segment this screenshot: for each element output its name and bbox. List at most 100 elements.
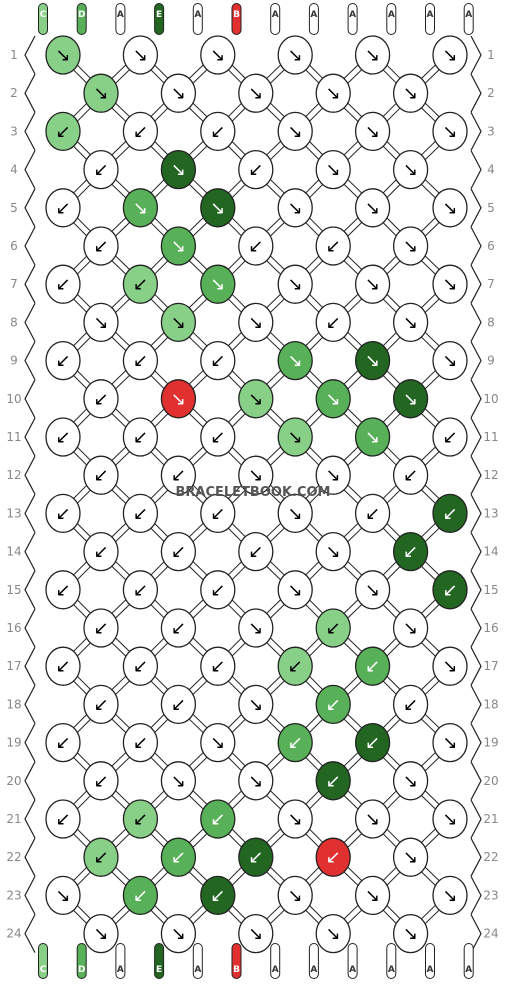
right-edge-strand xyxy=(470,417,482,457)
left-edge-strand xyxy=(24,837,36,877)
left-edge-strand xyxy=(24,455,36,495)
knot-r9-1 xyxy=(45,340,81,381)
knot-r19-5 xyxy=(354,722,391,763)
knot-r1-2 xyxy=(122,35,159,75)
string-label-bottom-8: A xyxy=(310,965,317,975)
string-label-bottom-11: A xyxy=(427,965,434,975)
row-number-left: 15 xyxy=(6,583,21,597)
left-edge-strand xyxy=(24,532,36,571)
knot-r6-3 xyxy=(238,226,274,266)
knot-r6-2 xyxy=(160,226,197,266)
knot-r24-2 xyxy=(160,913,197,954)
knot-r20-2 xyxy=(160,761,197,801)
knot-arrow-icon: ↘ xyxy=(403,389,418,410)
row-number-left: 16 xyxy=(6,621,21,635)
row-number-right: 18 xyxy=(483,697,498,711)
left-edge-strand xyxy=(24,35,36,75)
knot-r6-4 xyxy=(315,226,351,266)
row-number-left: 22 xyxy=(6,850,21,864)
knot-r8-3 xyxy=(238,302,274,343)
knot-arrow-icon: ↘ xyxy=(365,45,380,66)
row-number-right: 21 xyxy=(483,812,498,826)
knot-arrow-icon: ↙ xyxy=(93,389,108,410)
knot-r5-1 xyxy=(45,188,81,228)
knot-r7-5 xyxy=(354,264,391,304)
knot-arrow-icon: ↘ xyxy=(248,771,263,792)
knot-r4-5 xyxy=(392,149,429,190)
knot-r11-6 xyxy=(432,417,468,457)
right-edge-strand xyxy=(470,723,482,762)
knot-arrow-icon: ↘ xyxy=(288,427,303,448)
string-label-bottom-9: A xyxy=(349,965,356,975)
left-edge-strand xyxy=(24,379,36,419)
knot-r9-5 xyxy=(354,340,391,381)
string-label-top-10: A xyxy=(388,10,395,20)
knot-r4-3 xyxy=(238,149,274,190)
row-number-right: 20 xyxy=(483,774,498,788)
knot-arrow-icon: ↙ xyxy=(55,809,70,830)
knot-arrow-icon: ↙ xyxy=(93,542,108,563)
knot-arrow-icon: ↙ xyxy=(248,160,263,181)
knot-arrow-icon: ↙ xyxy=(403,542,418,563)
right-edge-strand xyxy=(470,532,482,571)
knot-arrow-icon: ↙ xyxy=(171,618,186,639)
knot-r9-2 xyxy=(122,340,159,381)
knot-r3-1 xyxy=(45,111,81,152)
knot-arrow-icon: ↘ xyxy=(171,389,186,410)
knot-r22-2 xyxy=(160,837,197,877)
knot-arrow-icon: ↘ xyxy=(93,312,108,333)
knot-r5-4 xyxy=(277,188,313,228)
right-edge-strand xyxy=(470,494,482,533)
knot-r2-3 xyxy=(238,73,274,113)
knot-r8-5 xyxy=(392,302,429,343)
knot-arrow-icon: ↙ xyxy=(55,503,70,524)
knot-arrow-icon: ↙ xyxy=(326,618,341,639)
knot-arrow-icon: ↙ xyxy=(55,274,70,295)
knot-r15-5 xyxy=(354,570,391,610)
knot-arrow-icon: ↘ xyxy=(442,351,457,372)
right-edge-strand xyxy=(470,799,482,839)
knot-r22-3 xyxy=(238,837,274,877)
knot-arrow-icon: ↙ xyxy=(133,809,148,830)
knot-arrow-icon: ↘ xyxy=(403,160,418,181)
knot-r3-2 xyxy=(122,111,159,152)
knot-arrow-icon: ↙ xyxy=(171,847,186,868)
knot-r7-3 xyxy=(200,264,236,304)
knot-arrow-icon: ↘ xyxy=(288,351,303,372)
knot-r17-5 xyxy=(354,646,391,686)
knot-r16-1 xyxy=(83,608,119,648)
knot-arrow-icon: ↙ xyxy=(55,733,70,754)
knot-arrow-icon: ↙ xyxy=(210,809,225,830)
knot-arrow-icon: ↙ xyxy=(133,885,148,906)
string-label-top-11: A xyxy=(427,10,434,20)
knot-r24-5 xyxy=(392,913,429,954)
knot-r4-2 xyxy=(160,149,197,190)
knot-r23-2 xyxy=(122,875,159,916)
string-label-top-3: A xyxy=(117,10,124,20)
knot-r21-5 xyxy=(354,799,391,839)
knot-arrow-icon: ↘ xyxy=(171,924,186,945)
knot-arrow-icon: ↙ xyxy=(248,236,263,257)
knot-r18-4 xyxy=(315,684,351,725)
left-edge-strand xyxy=(24,876,36,915)
left-edge-strand xyxy=(24,341,36,380)
row-number-left: 20 xyxy=(6,774,21,788)
knot-r21-1 xyxy=(45,799,81,839)
left-edge-strand xyxy=(24,799,36,839)
knot-arrow-icon: ↙ xyxy=(133,427,148,448)
knot-r24-3 xyxy=(238,913,274,954)
knot-arrow-icon: ↙ xyxy=(248,542,263,563)
knot-r14-1 xyxy=(83,531,119,572)
knot-r10-5 xyxy=(392,379,429,419)
left-edge-strand xyxy=(24,761,36,801)
knot-arrow-icon: ↙ xyxy=(171,542,186,563)
knot-r1-4 xyxy=(277,35,313,75)
knot-arrow-icon: ↘ xyxy=(403,924,418,945)
knot-r11-1 xyxy=(45,417,81,457)
right-edge-strand xyxy=(470,914,482,953)
watermark-text: BRACELETBOOK.COM xyxy=(176,485,331,500)
knot-arrow-icon: ↙ xyxy=(93,847,108,868)
right-edge-strand xyxy=(470,264,482,304)
